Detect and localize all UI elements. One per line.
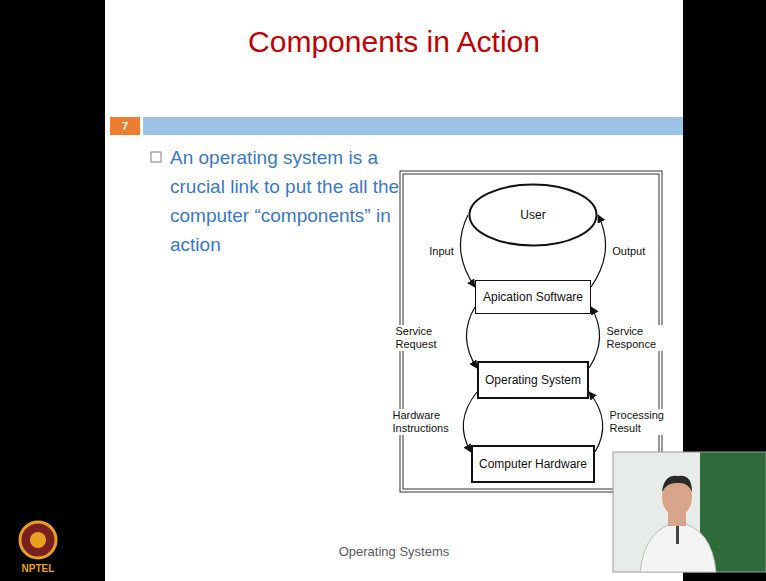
flow-arrow <box>463 392 477 452</box>
header-bar <box>143 117 683 135</box>
flow-arrow <box>466 307 477 368</box>
flow-arrow <box>589 307 600 368</box>
logo-text: NPTEL <box>4 563 72 575</box>
nptel-logo <box>20 522 56 558</box>
ellipse-shape <box>470 185 597 246</box>
layer-box: Computer Hardware <box>471 445 595 483</box>
edge-label: Processing Result <box>608 409 676 435</box>
flow-arrow <box>589 392 603 452</box>
node-text: User <box>520 208 545 222</box>
edge-label: Service Responce <box>605 325 673 351</box>
bullet-square <box>151 152 161 162</box>
edge-label: Input <box>427 245 455 258</box>
node-text: Operating System <box>485 373 581 387</box>
edge-label: Service Request <box>393 325 461 351</box>
edge-label: Output <box>610 245 647 258</box>
user-ellipse: User <box>468 183 598 247</box>
slide-ground <box>105 0 683 581</box>
edge-label: Hardware Instructions <box>390 409 458 435</box>
footer-text: Operating Systems <box>105 544 683 560</box>
presenter-video <box>613 452 766 572</box>
node-text: Computer Hardware <box>479 457 587 471</box>
slide-number: 7 <box>110 117 140 135</box>
layer-box: Operating System <box>477 361 589 399</box>
node-text: Apication Software <box>483 290 583 304</box>
slide-title: Components in Action <box>105 24 683 60</box>
bullet-text: An operating system is a crucial link to… <box>170 143 408 259</box>
layer-box: Apication Software <box>475 280 591 314</box>
number-box <box>110 117 140 135</box>
